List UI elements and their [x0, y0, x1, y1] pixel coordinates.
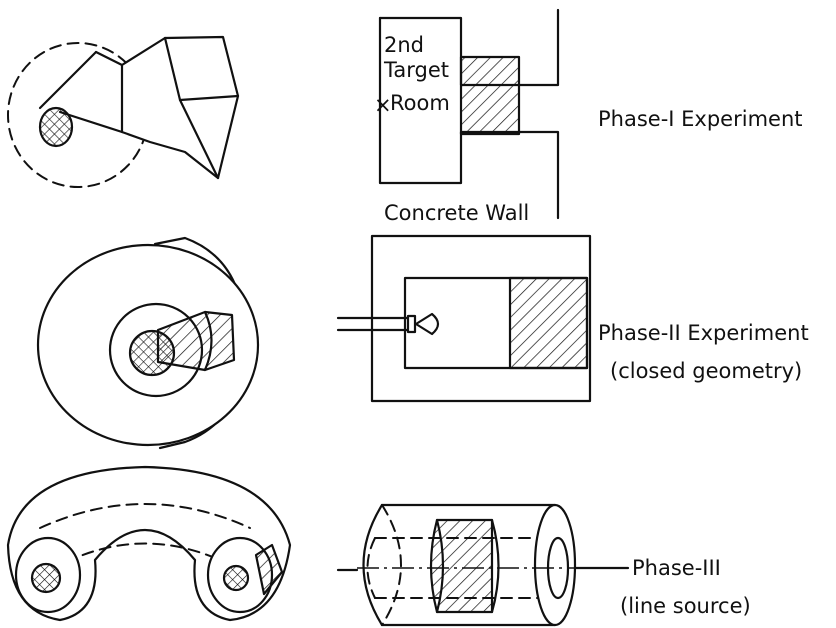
phase3-subtitle: (line source) — [620, 594, 751, 618]
phase1-room-plan: 2nd Target × Room Concrete Wall — [374, 8, 560, 225]
phase3-cylinder-left-face-hidden — [381, 504, 402, 626]
phase1-beam-tube-bottom — [58, 110, 124, 134]
phase1-source-sketch — [7, 35, 240, 188]
phase1-room-label-line3: Room — [390, 91, 450, 115]
phase1-target-crosshatch — [38, 106, 74, 148]
phase3-left-target — [30, 562, 62, 594]
phase2-closed-box — [336, 234, 592, 403]
phase3-right-sample — [254, 543, 284, 596]
phase2-beam-end — [406, 314, 417, 334]
phase1-title: Phase-I Experiment — [598, 107, 802, 131]
phase2-sample-edge — [203, 310, 213, 372]
phase3-right-target — [222, 564, 250, 592]
phase2-target-crosshatch — [128, 329, 176, 377]
phase1-wall-label: Concrete Wall — [384, 201, 529, 225]
phase3-dashed-arc-bottom — [65, 542, 225, 563]
phase1-cross-mark: × — [374, 93, 392, 117]
phase2-hatched-sample — [508, 276, 589, 370]
phase3-dashed-arc-top — [39, 503, 251, 529]
phase2-subtitle: (closed geometry) — [610, 359, 802, 383]
phase3-cylinder — [336, 503, 630, 627]
phase3-cylinder-left-face — [362, 503, 384, 627]
phase1-truncated-cone-sample — [120, 35, 240, 180]
phase1-beam-tube-side — [38, 50, 98, 110]
phase3-title: Phase-III — [632, 556, 721, 580]
phase3-sample-front-edge — [435, 518, 445, 614]
phase1-wall-bottom — [378, 16, 560, 220]
phase2-title: Phase-II Experiment — [598, 321, 809, 345]
phase3-inner-tube-left — [366, 537, 376, 599]
phase3-torus-sketch — [6, 465, 292, 622]
phase3-cylinder-right-face — [533, 503, 577, 627]
phase2-target-cone — [414, 312, 440, 336]
phase1-cone-top-edge — [178, 94, 240, 102]
phase1-beam-tube-top — [94, 50, 124, 67]
phase1-room-label-line2: Target — [383, 58, 449, 82]
phase1-room-label-line1: 2nd — [384, 33, 424, 57]
phase1-sample-slab — [459, 55, 521, 136]
phase3-hatched-sample — [429, 518, 494, 614]
phase3-sample-rear-edge — [490, 518, 500, 614]
phase2-source-sketch — [36, 236, 260, 450]
